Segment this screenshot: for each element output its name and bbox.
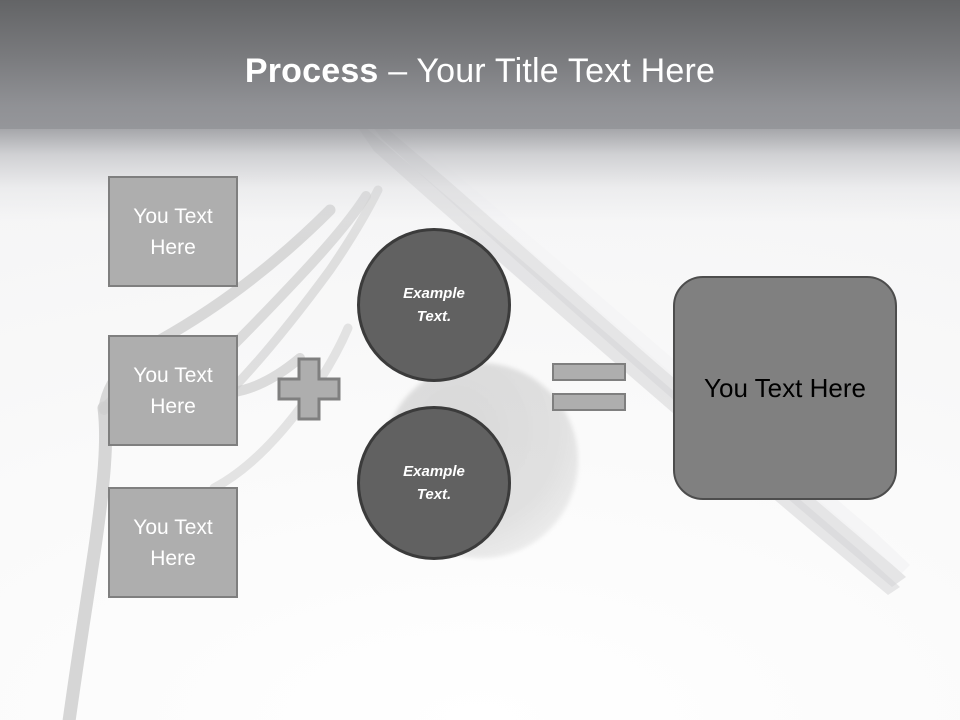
circle-node-1-line2: Text. <box>416 308 452 325</box>
input-box-2[interactable]: You Text Here <box>108 335 238 446</box>
page-title-rest: – Your Title Text Here <box>378 52 716 90</box>
result-box[interactable]: You Text Here <box>673 276 897 500</box>
equals-icon <box>552 363 626 411</box>
input-box-1[interactable]: You Text Here <box>108 176 238 287</box>
input-box-1-label: You Text Here <box>133 204 213 259</box>
equals-icon-bar-top <box>552 363 626 381</box>
slide-header: Process – Your Title Text Here <box>0 0 960 129</box>
circle-node-1-line1: Example <box>403 285 465 302</box>
circle-node-2-line2: Text. <box>416 486 452 503</box>
input-box-3[interactable]: You Text Here <box>108 487 238 598</box>
page-title: Process – Your Title Text Here <box>0 50 960 92</box>
circle-node-2[interactable]: Example Text. <box>357 406 511 560</box>
input-box-3-label: You Text Here <box>133 515 213 570</box>
plus-icon <box>277 357 341 421</box>
circle-node-1[interactable]: Example Text. <box>357 228 511 382</box>
input-box-2-label: You Text Here <box>133 363 213 418</box>
circle-node-1-label: Example Text. <box>403 282 465 328</box>
circle-node-2-label: Example Text. <box>403 460 465 506</box>
equals-icon-bar-bottom <box>552 393 626 411</box>
circle-node-2-line1: Example <box>403 463 465 480</box>
page-title-bold: Process <box>244 52 379 90</box>
result-box-label: You Text Here <box>704 372 866 403</box>
